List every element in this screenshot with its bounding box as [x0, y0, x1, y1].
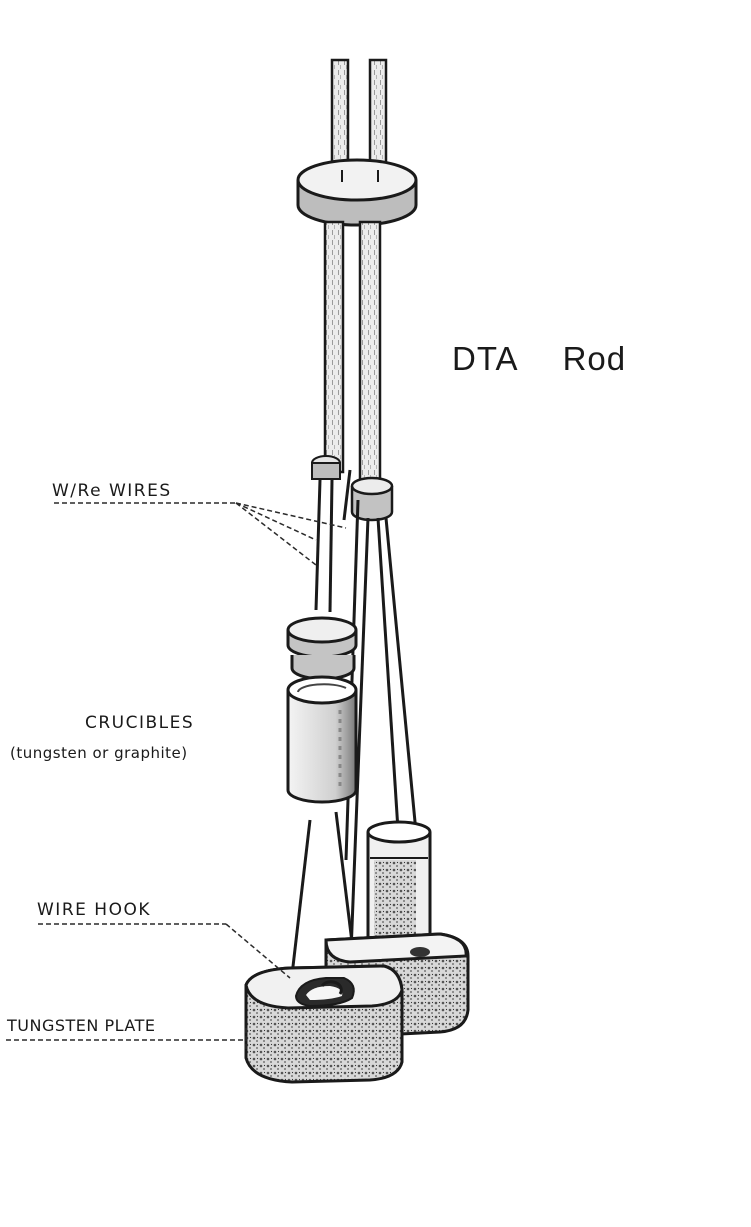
left-crucible [286, 675, 358, 804]
diagram-title: DTA Rod [452, 342, 626, 375]
main-rods [330, 58, 388, 182]
title-rod: Rod [562, 340, 627, 377]
crucible-lids [286, 616, 358, 681]
lower-leaders [6, 923, 291, 1052]
upper-disk [296, 158, 418, 227]
label-crucibles-material: (tungsten or graphite) [10, 744, 188, 762]
right-crucible [366, 820, 432, 961]
label-wre-wires: W/Re WIRES [52, 481, 172, 501]
wires-leader [54, 502, 347, 566]
title-dta: DTA [452, 340, 519, 377]
label-tungsten-plate: TUNGSTEN PLATE [7, 1016, 156, 1035]
label-crucibles: CRUCIBLES [85, 713, 195, 733]
spacer-blocks [311, 455, 394, 522]
lower-rods [323, 220, 382, 484]
tungsten-plate-front [244, 964, 404, 1084]
label-wire-hook: WIRE HOOK [37, 900, 151, 920]
